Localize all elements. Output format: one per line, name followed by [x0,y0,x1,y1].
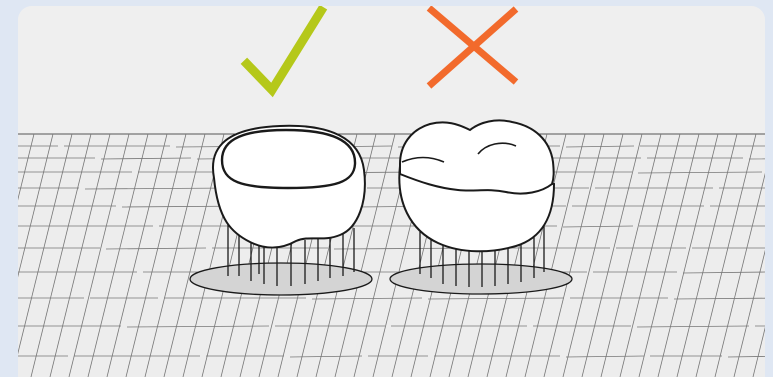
bad-object-shadow [390,264,572,294]
illustration-panel [18,6,765,377]
bad-object [390,120,572,294]
wall [18,6,765,134]
floor [18,134,765,377]
illustration-svg [18,6,765,377]
good-object-shadow [190,263,372,295]
good-object-top [222,130,355,188]
